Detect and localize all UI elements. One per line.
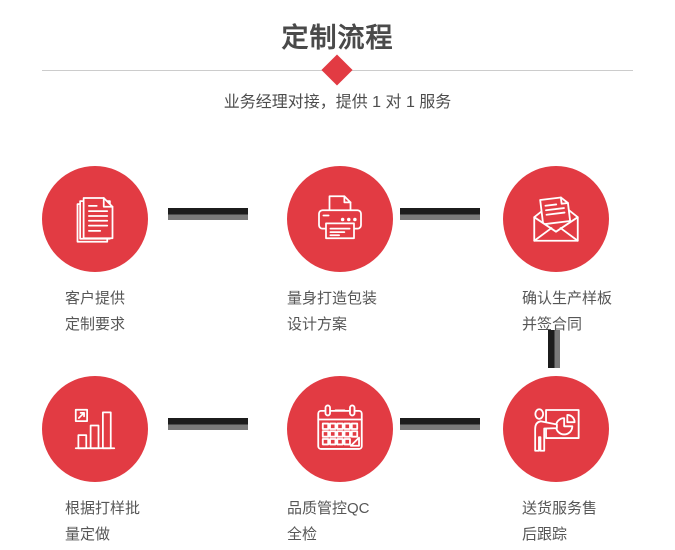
step3-label: 确认生产样板 并签合同 [522, 286, 612, 338]
step6-label-line1: 送货服务售 [522, 500, 598, 517]
step6-label: 送货服务售 后跟踪 [522, 496, 597, 548]
step4-label-line2: 量定做 [65, 526, 111, 543]
calendar-icon [317, 404, 363, 450]
connector-step5-step6 [400, 418, 480, 430]
envelope-icon [533, 196, 579, 242]
diamond-icon [321, 54, 353, 86]
step2-label: 量身打造包装 设计方案 [287, 286, 377, 338]
step4-label-line1: 根据打样批 [65, 500, 141, 517]
printer-icon [318, 195, 362, 240]
connector-step3-step6 [548, 330, 560, 368]
step1-label-line2: 定制要求 [65, 316, 126, 333]
connector-step4-step5 [168, 418, 248, 430]
page-subtitle: 业务经理对接，提供 1 对 1 服务 [223, 94, 452, 111]
page-title: 定制流程 [281, 23, 394, 53]
connector-step1-step2 [168, 208, 248, 220]
step3-label-line1: 确认生产样板 [522, 290, 613, 307]
step6-label-line2: 后跟踪 [522, 526, 568, 543]
step4-circle [42, 376, 148, 482]
step1-label: 客户提供 定制要求 [65, 286, 125, 338]
step2-label-line1: 量身打造包装 [287, 290, 378, 307]
step2-circle [287, 166, 393, 272]
step1-circle [42, 166, 148, 272]
step4-label: 根据打样批 量定做 [65, 496, 140, 548]
presentation-icon [534, 408, 580, 452]
step6-circle [503, 376, 609, 482]
connector-step2-step3 [400, 208, 480, 220]
step2-label-line2: 设计方案 [287, 316, 348, 333]
step5-circle [287, 376, 393, 482]
documents-icon [76, 197, 114, 243]
step3-label-line2: 并签合同 [522, 316, 583, 333]
step5-label-line2: 全检 [287, 526, 318, 543]
step3-circle [503, 166, 609, 272]
bar-chart-icon [74, 408, 116, 450]
step5-label: 品质管控QC 全检 [287, 496, 370, 548]
step1-label-line1: 客户提供 [65, 290, 126, 307]
step5-label-line1: 品质管控QC [287, 500, 370, 517]
